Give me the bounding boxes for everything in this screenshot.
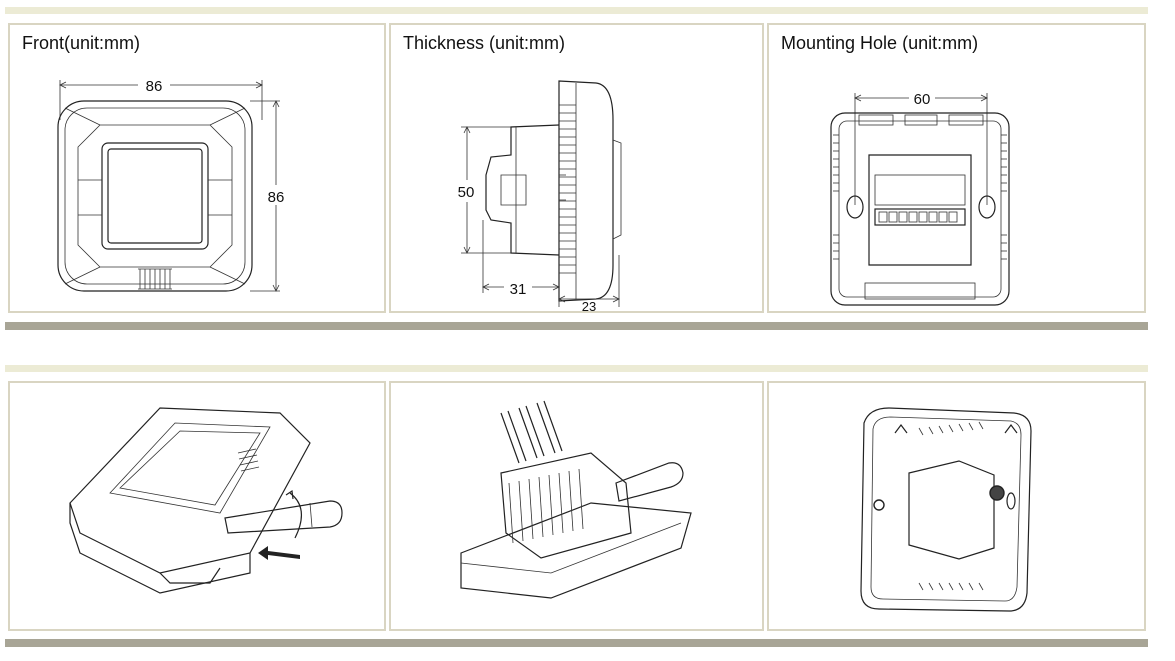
installation-step-release-panel [8, 381, 386, 631]
dimensions-row: Front(unit:mm) 86 86 [5, 23, 1148, 313]
wiring-terminal-icon [460, 400, 692, 599]
thickness-depth-label: 31 [510, 281, 527, 298]
mounting-hole-dimension-panel: Mounting Hole (unit:mm) 60 [767, 23, 1146, 313]
installation-step-wiring-panel [389, 381, 764, 631]
back-view-drawing: 60 [830, 88, 1010, 306]
bottom-section-band-dark [5, 639, 1148, 647]
mounting-hole-panel-title: Mounting Hole (unit:mm) [781, 33, 979, 53]
thickness-dimension-panel: Thickness (unit:mm) [389, 23, 764, 313]
thickness-depth-front-label: 23 [582, 299, 596, 313]
side-view-drawing: 50 31 23 [451, 80, 622, 313]
mounting-spacing-label: 60 [914, 91, 931, 108]
front-panel-title: Front(unit:mm) [22, 33, 141, 53]
thickness-panel-title: Thickness (unit:mm) [403, 33, 566, 53]
front-width-label: 86 [146, 78, 163, 95]
front-height-label: 86 [268, 189, 285, 206]
installation-row [5, 381, 1148, 631]
thickness-height-label: 50 [458, 184, 475, 201]
top-band-light [5, 7, 1148, 14]
installation-step-mounting-panel [767, 381, 1146, 631]
bottom-band-light [5, 365, 1148, 372]
screwdriver-release-icon [69, 407, 343, 594]
front-view-drawing: 86 86 [57, 75, 292, 292]
top-section-band-dark [5, 322, 1148, 330]
wall-mount-screws-icon [860, 407, 1032, 612]
front-dimension-panel: Front(unit:mm) 86 86 [8, 23, 386, 313]
